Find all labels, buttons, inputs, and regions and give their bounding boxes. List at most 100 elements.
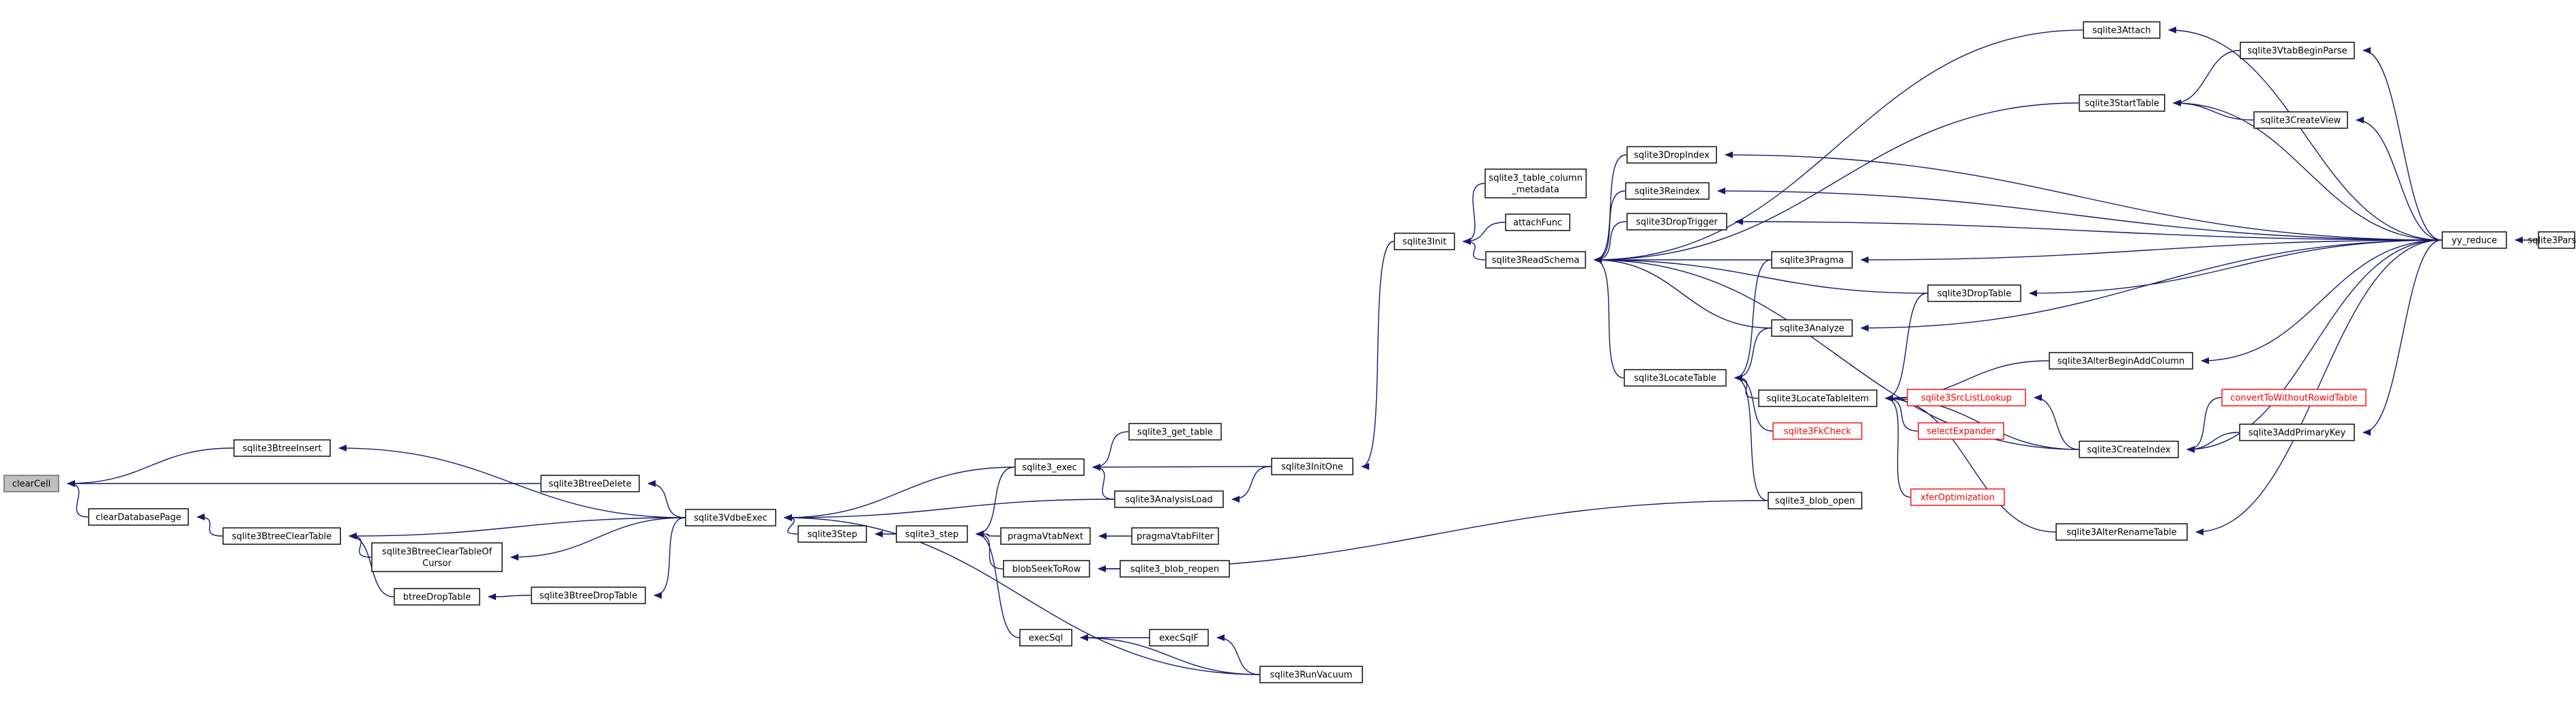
node-label: sqlite3_table_column <box>1489 173 1582 183</box>
edge-sqlite3-blob-open-to-sqlite3-locate-table <box>1734 374 1768 501</box>
node-sqlite3-blob-reopen[interactable]: sqlite3_blob_reopen <box>1119 560 1230 578</box>
edge-sqlite3-attach-to-sqlite3-read-schema <box>1594 29 2083 263</box>
node-label: sqlite3CreateIndex <box>2087 445 2171 456</box>
node-sqlite3-locate-table[interactable]: sqlite3LocateTable <box>1624 369 1727 387</box>
node-label: sqlite3AnalysisLoad <box>1125 495 1212 505</box>
node-label: sqlite3AddPrimaryKey <box>2249 428 2346 439</box>
node-sqlite3-step[interactable]: sqlite3_step <box>896 525 968 543</box>
node-btree-drop-table[interactable]: btreeDropTable <box>394 588 480 606</box>
node-box <box>1771 251 1853 269</box>
node-label: sqlite3BtreeClearTableOf <box>382 547 493 557</box>
node-box <box>1758 389 1877 407</box>
node-box <box>1119 560 1230 578</box>
node-sqlite3-drop-index[interactable]: sqlite3DropIndex <box>1626 146 1717 164</box>
edge-sqlite3-analysis-load-to-sqlite3-vdbe-exec <box>784 499 1115 521</box>
edge-sqlite3-get-table-to-sqlite3-exec <box>1092 431 1129 471</box>
node-sqlite3-drop-trigger[interactable]: sqlite3DropTrigger <box>1626 213 1727 231</box>
node-box <box>1626 146 1717 164</box>
node-sqlite3-analyze[interactable]: sqlite3Analyze <box>1771 319 1853 337</box>
node-box <box>2055 523 2188 541</box>
edge-sqlite3-btree-clear-table-to-clear-database-page <box>196 514 223 537</box>
node-label: sqlite3RunVacuum <box>1270 670 1353 681</box>
node-sqlite3-vtab-begin-parse[interactable]: sqlite3VtabBeginParse <box>2240 42 2355 59</box>
node-sqlite3-get-table[interactable]: sqlite3_get_table <box>1128 423 1222 441</box>
node-label: sqlite3AlterBeginAddColumn <box>2058 357 2185 367</box>
edge-sqlite3-drop-table-to-sqlite3-read-schema <box>1594 256 1928 294</box>
node-xfer-optimization[interactable]: xferOptimization <box>1910 488 2005 506</box>
node-sqlite3-alter-begin-add-column[interactable]: sqlite3AlterBeginAddColumn <box>2049 352 2193 370</box>
edge-yy-reduce-to-sqlite3-drop-table <box>2029 239 2442 297</box>
node-yy-reduce[interactable]: yy_reduce <box>2442 231 2507 249</box>
node-sqlite3-locate-table-item[interactable]: sqlite3LocateTableItem <box>1758 389 1877 407</box>
edge-yy-reduce-to-sqlite3-attach <box>2168 27 2442 241</box>
node-sqlite3-table-column-metadata[interactable]: sqlite3_table_column_metadata <box>1484 168 1587 198</box>
node-box <box>1128 423 1222 441</box>
node-sqlite3-init[interactable]: sqlite3Init <box>1394 233 1455 250</box>
node-sqlite3-reindex[interactable]: sqlite3Reindex <box>1625 182 1710 200</box>
node-label: sqlite3_blob_open <box>1775 496 1855 507</box>
node-sqlite3-blob-open[interactable]: sqlite3_blob_open <box>1768 492 1862 509</box>
node-sqlite3-btree-clear-table[interactable]: sqlite3BtreeClearTable <box>222 527 341 545</box>
node-sqlite3-add-primary-key[interactable]: sqlite3AddPrimaryKey <box>2239 424 2355 441</box>
node-box <box>1626 213 1727 231</box>
node-label: sqlite3BtreeDropTable <box>540 591 638 602</box>
node-sqlite3-vdbe-exec[interactable]: sqlite3VdbeExec <box>685 509 776 526</box>
node-sqlite3-parser[interactable]: sqlite3Parser <box>2528 231 2576 249</box>
node-sqlite3-attach[interactable]: sqlite3Attach <box>2083 21 2161 39</box>
node-clear-cell[interactable]: clearCell <box>3 475 59 492</box>
node-box <box>1910 488 2005 506</box>
node-box <box>3 475 59 492</box>
node-sqlite3-init-one[interactable]: sqlite3InitOne <box>1271 458 1353 475</box>
node-sqlite3-create-index[interactable]: sqlite3CreateIndex <box>2079 441 2179 458</box>
node-sqlite3-step[interactable]: sqlite3Step <box>797 525 867 543</box>
node-sqlite3-run-vacuum[interactable]: sqlite3RunVacuum <box>1259 666 1363 683</box>
node-sqlite3-read-schema[interactable]: sqlite3ReadSchema <box>1485 251 1586 269</box>
node-blob-seek-to-row[interactable]: blobSeekToRow <box>1003 560 1090 578</box>
node-sqlite3-alter-rename-table[interactable]: sqlite3AlterRenameTable <box>2055 523 2188 541</box>
node-sqlite3-src-list-lookup[interactable]: sqlite3SrcListLookup <box>1907 389 2026 406</box>
node-sqlite3-analysis-load[interactable]: sqlite3AnalysisLoad <box>1114 490 1224 508</box>
node-label: execSql <box>1029 634 1063 644</box>
node-sqlite3-drop-table[interactable]: sqlite3DropTable <box>1927 284 2021 302</box>
node-sqlite3-start-table[interactable]: sqlite3StartTable <box>2079 94 2165 112</box>
edge-sqlite3-run-vacuum-to-sqlite3-vdbe-exec <box>784 514 1260 675</box>
node-box <box>2240 42 2355 59</box>
edge-xfer-optimization-to-sqlite3-locate-table-item <box>1885 395 1911 498</box>
node-sqlite3-exec[interactable]: sqlite3_exec <box>1014 458 1085 476</box>
node-sqlite3-btree-delete[interactable]: sqlite3BtreeDelete <box>540 475 640 492</box>
node-convert-to-without-rowid-table[interactable]: convertToWithoutRowidTable <box>2221 389 2367 406</box>
node-attach-func[interactable]: attachFunc <box>1505 213 1570 231</box>
node-exec-sql-f[interactable]: execSqlF <box>1149 629 1209 647</box>
edge-attach-func-to-sqlite3-init <box>1463 222 1506 245</box>
edge-clear-database-page-to-clear-cell <box>67 480 89 518</box>
node-box <box>1000 527 1091 545</box>
node-pragma-vtab-filter[interactable]: pragmaVtabFilter <box>1131 527 1219 545</box>
node-sqlite3-btree-drop-table[interactable]: sqlite3BtreeDropTable <box>531 587 646 604</box>
node-select-expander[interactable]: selectExpander <box>1918 422 2004 440</box>
edge-sqlite3-create-index-to-sqlite3-src-list-lookup <box>2034 394 2079 450</box>
node-sqlite3-btree-insert[interactable]: sqlite3BtreeInsert <box>233 439 331 457</box>
node-label: pragmaVtabFilter <box>1137 532 1214 542</box>
node-label: execSqlF <box>1159 634 1199 644</box>
node-sqlite3-pragma[interactable]: sqlite3Pragma <box>1771 251 1853 269</box>
node-clear-database-page[interactable]: clearDatabasePage <box>88 508 189 526</box>
edge-sqlite3-run-vacuum-to-exec-sql <box>1080 634 1260 675</box>
node-sqlite3-create-view[interactable]: sqlite3CreateView <box>2253 111 2348 129</box>
node-label: sqlite3SrcListLookup <box>1921 394 2012 404</box>
edge-sqlite3-analyze-to-sqlite3-read-schema <box>1594 256 1772 329</box>
node-exec-sql[interactable]: execSql <box>1019 629 1072 647</box>
node-label: sqlite3AlterRenameTable <box>2066 528 2177 538</box>
node-sqlite3-fk-check[interactable]: sqlite3FkCheck <box>1772 422 1862 440</box>
edge-convert-to-without-rowid-table-to-sqlite3-create-index <box>2186 397 2222 453</box>
node-pragma-vtab-next[interactable]: pragmaVtabNext <box>1000 527 1091 545</box>
node-box <box>371 542 503 572</box>
edge-yy-reduce-to-sqlite3-drop-index <box>1725 151 2442 241</box>
node-box <box>1625 182 1710 200</box>
edge-yy-reduce-to-sqlite3-analyze <box>1860 239 2442 331</box>
edge-yy-reduce-to-sqlite3-add-primary-key <box>2362 239 2442 436</box>
node-box <box>2239 424 2355 441</box>
node-box <box>1772 422 1862 440</box>
edge-yy-reduce-to-sqlite3-vtab-begin-parse <box>2362 47 2442 241</box>
node-label: clearCell <box>12 479 50 490</box>
